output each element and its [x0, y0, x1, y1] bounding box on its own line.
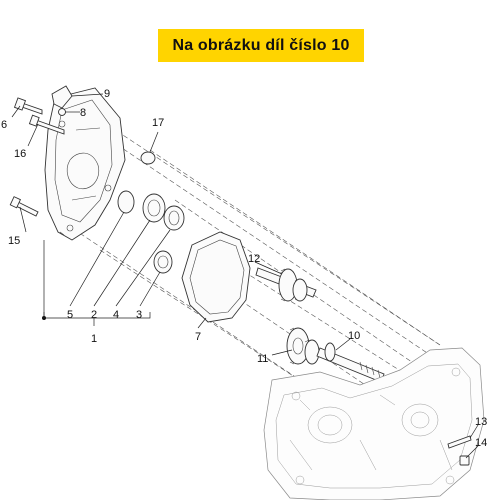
callout-3: 3 — [136, 309, 142, 321]
callout-9: 9 — [104, 88, 110, 100]
callout-labels: 1 2 3 4 5 6 7 8 9 10 11 12 13 14 15 16 1… — [1, 88, 487, 449]
engine-casing — [263, 347, 485, 500]
callout-15: 15 — [8, 235, 20, 247]
bolt-13 — [447, 435, 472, 449]
leader-lines — [11, 93, 479, 459]
drain-plug-14 — [459, 455, 470, 466]
washer-8 — [58, 108, 66, 116]
callout-11: 11 — [257, 353, 268, 365]
callout-4: 4 — [113, 309, 119, 321]
callout-17: 17 — [152, 117, 164, 129]
bearing-2 — [142, 193, 166, 223]
callout-5: 5 — [67, 309, 73, 321]
callout-6: 6 — [1, 119, 7, 131]
callout-13: 13 — [475, 416, 487, 428]
gear-11 — [286, 327, 320, 365]
group-bracket-1 — [42, 240, 151, 326]
seal-4 — [163, 205, 185, 231]
callout-1: 1 — [91, 333, 97, 345]
callout-14: 14 — [475, 437, 487, 449]
callout-8: 8 — [80, 107, 86, 119]
bracket-9 — [51, 85, 73, 109]
gasket-7 — [181, 231, 251, 323]
part-number-banner: Na obrázku díl číslo 10 — [158, 29, 364, 62]
callout-12: 12 — [248, 253, 260, 265]
plug-17 — [140, 151, 156, 165]
bolt-16 — [28, 114, 65, 135]
shaft-gear-12 — [255, 267, 317, 302]
bolt-6 — [13, 97, 43, 115]
transmission-cover — [44, 87, 126, 241]
callout-10: 10 — [348, 330, 360, 342]
banner-text: Na obrázku díl číslo 10 — [172, 36, 350, 54]
bearing-3 — [153, 250, 173, 274]
callout-2: 2 — [91, 309, 97, 321]
circlip-5 — [117, 190, 135, 214]
callout-16: 16 — [14, 148, 26, 160]
bolt-15 — [9, 196, 39, 217]
callout-7: 7 — [195, 331, 201, 343]
